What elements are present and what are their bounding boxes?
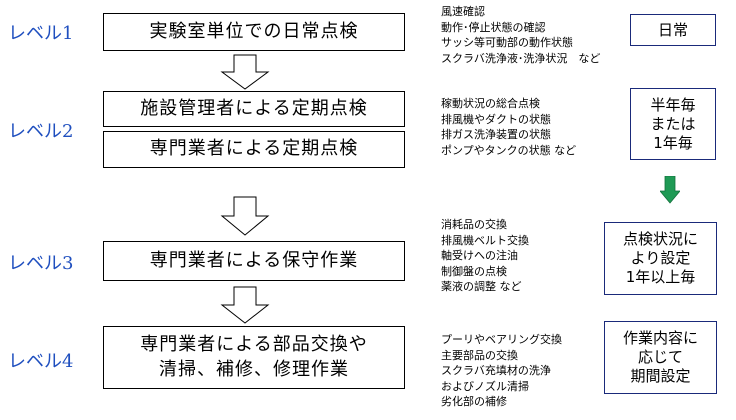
level-2-box-admin: 施設管理者による定期点検	[103, 91, 405, 127]
level-4-details: プーリやベアリング交換 主要部品の交換 スクラバ充填材の洗浄 およびノズル清掃 …	[441, 332, 562, 410]
frequency-line: 応じて	[637, 348, 683, 366]
level-3-label: レベル3	[8, 253, 74, 274]
frequency-line: 半年毎	[650, 95, 696, 114]
level-1-box: 実験室単位での日常点検	[103, 13, 405, 51]
detail-item: 排ガス洗浄装置の状態	[441, 128, 551, 141]
detail-item: 稼動状況の総合点検	[441, 97, 540, 110]
level-3-box: 専門業者による保守作業	[103, 241, 405, 281]
level-1-details: 風速確認 動作･停止状態の確認 サッシ等可動部の動作状態 スクラバ洗浄液･洗浄状…	[441, 4, 600, 66]
detail-item: スクラバ洗浄液･洗浄状況 など	[441, 51, 601, 65]
level-3-frequency-box: 点検状況に より設定 1年以上毎	[604, 222, 717, 295]
frequency-line: 期間設定	[630, 367, 691, 385]
level-1-label: レベル1	[8, 23, 74, 44]
detail-item: プーリやベアリング交換	[441, 333, 562, 346]
level-3-details: 消耗品の交換 排風機ベルト交換 軸受けへの注油 制御盤の点検 薬液の調整 など	[441, 217, 529, 295]
level-1-box-text: 実験室単位での日常点検	[149, 20, 359, 42]
detail-item: およびノズル清掃	[441, 379, 529, 393]
detail-item: 軸受けへの注油	[441, 249, 518, 262]
level-1-frequency-box: 日常	[630, 14, 716, 46]
frequency-line: 日常	[657, 20, 688, 39]
detail-item: 制御盤の点検	[441, 264, 507, 278]
level-4-box: 専門業者による部品交換や 清掃、補修、修理作業	[103, 326, 405, 389]
detail-item: 薬液の調整 など	[441, 280, 522, 293]
detail-item: サッシ等可動部の動作状態	[441, 36, 573, 49]
level-3-box-text: 専門業者による保守作業	[149, 249, 359, 271]
green-down-arrow-icon	[660, 176, 680, 204]
level-2-box-contractor: 専門業者による定期点検	[103, 131, 405, 168]
level-2-frequency-box: 半年毎 または 1年毎	[630, 88, 716, 160]
level-4-box-line-2: 清掃、補修、修理作業	[159, 358, 349, 380]
detail-item: 消耗品の交換	[441, 218, 507, 231]
down-arrow-2-icon	[220, 196, 270, 236]
frequency-line: 1年以上毎	[625, 268, 696, 286]
frequency-line: 作業内容に	[622, 329, 698, 347]
frequency-line: 点検状況に	[622, 230, 698, 248]
detail-item: 主要部品の交換	[441, 348, 518, 362]
level-2-box-admin-text: 施設管理者による定期点検	[140, 97, 368, 119]
level-4-box-line-1: 専門業者による部品交換や	[140, 334, 368, 356]
detail-item: スクラバ充填材の洗浄	[441, 364, 551, 377]
detail-item: ポンプやタンクの状態 など	[441, 143, 577, 157]
level-2-label: レベル2	[8, 121, 74, 142]
detail-item: 風速確認	[441, 5, 485, 18]
frequency-line: または	[650, 114, 696, 133]
down-arrow-1-icon	[220, 54, 270, 90]
level-4-label: レベル4	[8, 351, 74, 372]
detail-item: 排風機やダクトの状態	[441, 112, 551, 126]
frequency-line: より設定	[630, 249, 691, 267]
level-2-details: 稼動状況の総合点検 排風機やダクトの状態 排ガス洗浄装置の状態 ポンプやタンクの…	[441, 96, 576, 158]
detail-item: 劣化部の補修	[441, 395, 507, 408]
down-arrow-3-icon	[220, 286, 270, 324]
detail-item: 動作･停止状態の確認	[441, 20, 546, 34]
level-4-frequency-box: 作業内容に 応じて 期間設定	[604, 321, 717, 394]
frequency-line: 1年毎	[653, 133, 693, 152]
level-2-box-contractor-text: 専門業者による定期点検	[149, 138, 359, 160]
detail-item: 排風機ベルト交換	[441, 233, 529, 247]
